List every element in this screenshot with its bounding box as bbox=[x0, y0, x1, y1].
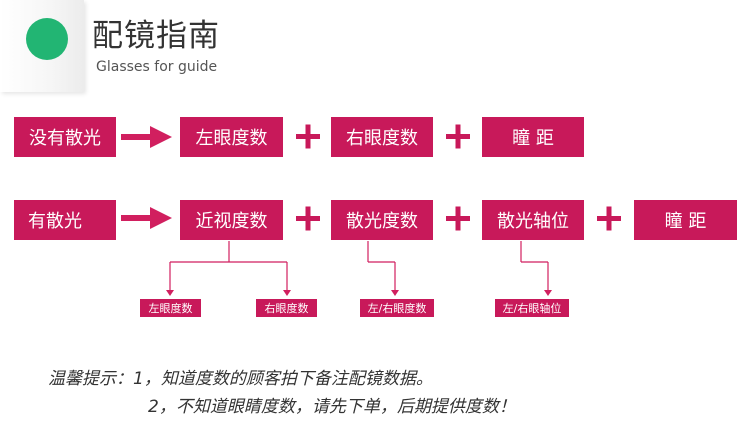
box-astigmatism-axis: 散光轴位 bbox=[482, 200, 584, 240]
sub-left-eye-degree: 左眼度数 bbox=[140, 299, 201, 317]
plus-icon bbox=[296, 124, 320, 149]
label-no-astigmatism: 没有散光 bbox=[14, 117, 116, 157]
green-dot-icon bbox=[26, 18, 68, 60]
connector-myopia bbox=[169, 241, 288, 292]
plus-icon bbox=[597, 206, 621, 231]
arrow-right-icon bbox=[121, 207, 172, 229]
page-title: 配镜指南 bbox=[92, 18, 220, 54]
sub-lr-eye-degree: 左/右眼度数 bbox=[360, 299, 434, 317]
box-left-eye-degree: 左眼度数 bbox=[180, 117, 283, 157]
tip-line-1: 温馨提示：1，知道度数的顾客拍下备注配镜数据。 bbox=[48, 369, 433, 389]
tip-line-2: 2，不知道眼睛度数，请先下单，后期提供度数！ bbox=[148, 397, 516, 417]
arrow-right-icon bbox=[121, 126, 172, 148]
box-pupil-distance: 瞳 距 bbox=[482, 117, 584, 157]
plus-icon bbox=[296, 206, 320, 231]
label-with-astigmatism: 有散光 bbox=[14, 200, 116, 240]
sub-right-eye-degree: 右眼度数 bbox=[256, 299, 317, 317]
box-pupil-distance-2: 瞳 距 bbox=[634, 200, 737, 240]
box-astigmatism-degree: 散光度数 bbox=[331, 200, 433, 240]
box-right-eye-degree: 右眼度数 bbox=[331, 117, 433, 157]
box-myopia-degree: 近视度数 bbox=[180, 200, 283, 240]
plus-icon bbox=[446, 206, 470, 231]
connector-astig-axis bbox=[520, 241, 549, 292]
page-subtitle: Glasses for guide bbox=[96, 59, 218, 75]
connector-astig-degree bbox=[367, 241, 396, 292]
plus-icon bbox=[446, 124, 470, 149]
sub-lr-eye-axis: 左/右眼轴位 bbox=[495, 299, 569, 317]
